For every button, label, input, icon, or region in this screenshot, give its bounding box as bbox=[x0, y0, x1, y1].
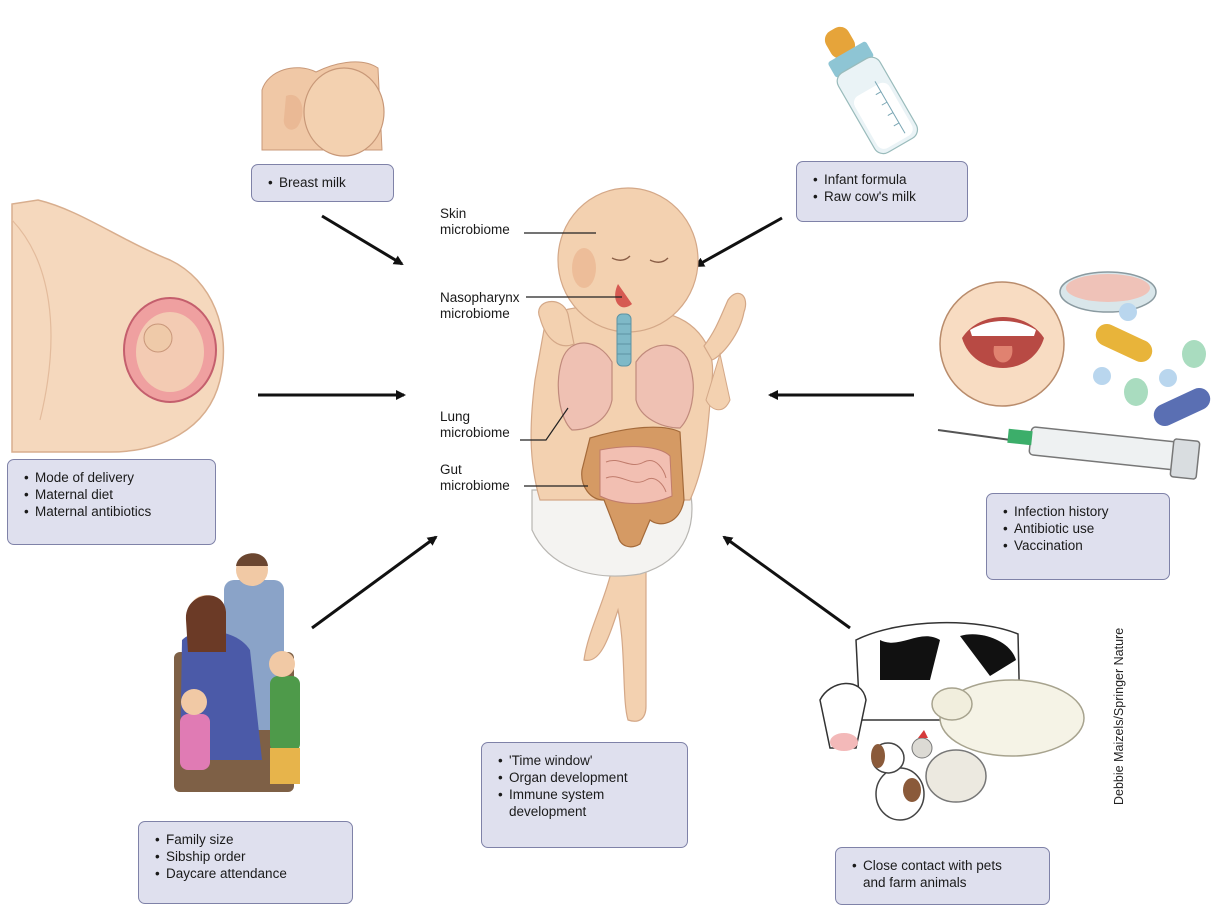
infection-history-item: Infection history bbox=[1003, 503, 1157, 520]
lung-label-line1: Lung bbox=[440, 409, 510, 425]
pets-farm-animals-continuation: and farm animals bbox=[852, 874, 1037, 891]
family-size-item: Family size bbox=[155, 831, 340, 848]
daycare-attendance-item: Daycare attendance bbox=[155, 865, 340, 882]
mode-of-delivery-item: Mode of delivery bbox=[24, 469, 203, 486]
breast-milk-item: Breast milk bbox=[268, 174, 381, 191]
pets-farm-animals-item: Close contact with pets bbox=[852, 857, 1037, 874]
animals-box: Close contact with pets and farm animals bbox=[835, 847, 1050, 905]
gut-microbiome-label: Gut microbiome bbox=[440, 462, 510, 494]
skin-label-line1: Skin bbox=[440, 206, 510, 222]
baby-illustration bbox=[531, 188, 746, 721]
time-window-item: 'Time window' bbox=[498, 752, 675, 769]
skin-label-line2: microbiome bbox=[440, 222, 510, 238]
organ-development-item: Organ development bbox=[498, 769, 675, 786]
sibship-order-item: Sibship order bbox=[155, 848, 340, 865]
nasopharynx-label-line1: Nasopharynx bbox=[440, 290, 520, 306]
farm-animals-illustration bbox=[820, 623, 1084, 820]
antibiotic-use-item: Antibiotic use bbox=[1003, 520, 1157, 537]
breast-milk-box: Breast milk bbox=[251, 164, 394, 202]
family-illustration bbox=[174, 553, 300, 792]
image-credit: Debbie Maizels/Springer Nature bbox=[1112, 628, 1126, 805]
maternal-diet-item: Maternal diet bbox=[24, 486, 203, 503]
maternal-antibiotics-item: Maternal antibiotics bbox=[24, 503, 203, 520]
gut-label-line1: Gut bbox=[440, 462, 510, 478]
baby-bottle-illustration bbox=[813, 17, 922, 157]
infant-formula-item: Infant formula bbox=[813, 171, 955, 188]
lung-label-line2: microbiome bbox=[440, 425, 510, 441]
arrow-formula bbox=[696, 218, 782, 266]
arrow-breast-milk bbox=[322, 216, 402, 264]
nasopharynx-label-line2: microbiome bbox=[440, 306, 520, 322]
immune-system-continuation: development bbox=[498, 803, 675, 820]
skin-microbiome-label: Skin microbiome bbox=[440, 206, 510, 238]
immune-system-item: Immune system bbox=[498, 786, 675, 803]
raw-cows-milk-item: Raw cow's milk bbox=[813, 188, 955, 205]
pregnancy-illustration bbox=[12, 200, 223, 452]
family-box: Family size Sibship order Daycare attend… bbox=[138, 821, 353, 904]
lung-microbiome-label: Lung microbiome bbox=[440, 409, 510, 441]
arrow-family bbox=[312, 537, 436, 628]
breastfeeding-illustration bbox=[262, 62, 384, 156]
gut-label-line2: microbiome bbox=[440, 478, 510, 494]
delivery-box: Mode of delivery Maternal diet Maternal … bbox=[7, 459, 216, 545]
time-window-box: 'Time window' Organ development Immune s… bbox=[481, 742, 688, 848]
arrow-animals bbox=[724, 537, 850, 628]
medical-illustration bbox=[938, 272, 1214, 479]
vaccination-item: Vaccination bbox=[1003, 537, 1157, 554]
nasopharynx-microbiome-label: Nasopharynx microbiome bbox=[440, 290, 520, 322]
formula-box: Infant formula Raw cow's milk bbox=[796, 161, 968, 222]
medical-history-box: Infection history Antibiotic use Vaccina… bbox=[986, 493, 1170, 580]
